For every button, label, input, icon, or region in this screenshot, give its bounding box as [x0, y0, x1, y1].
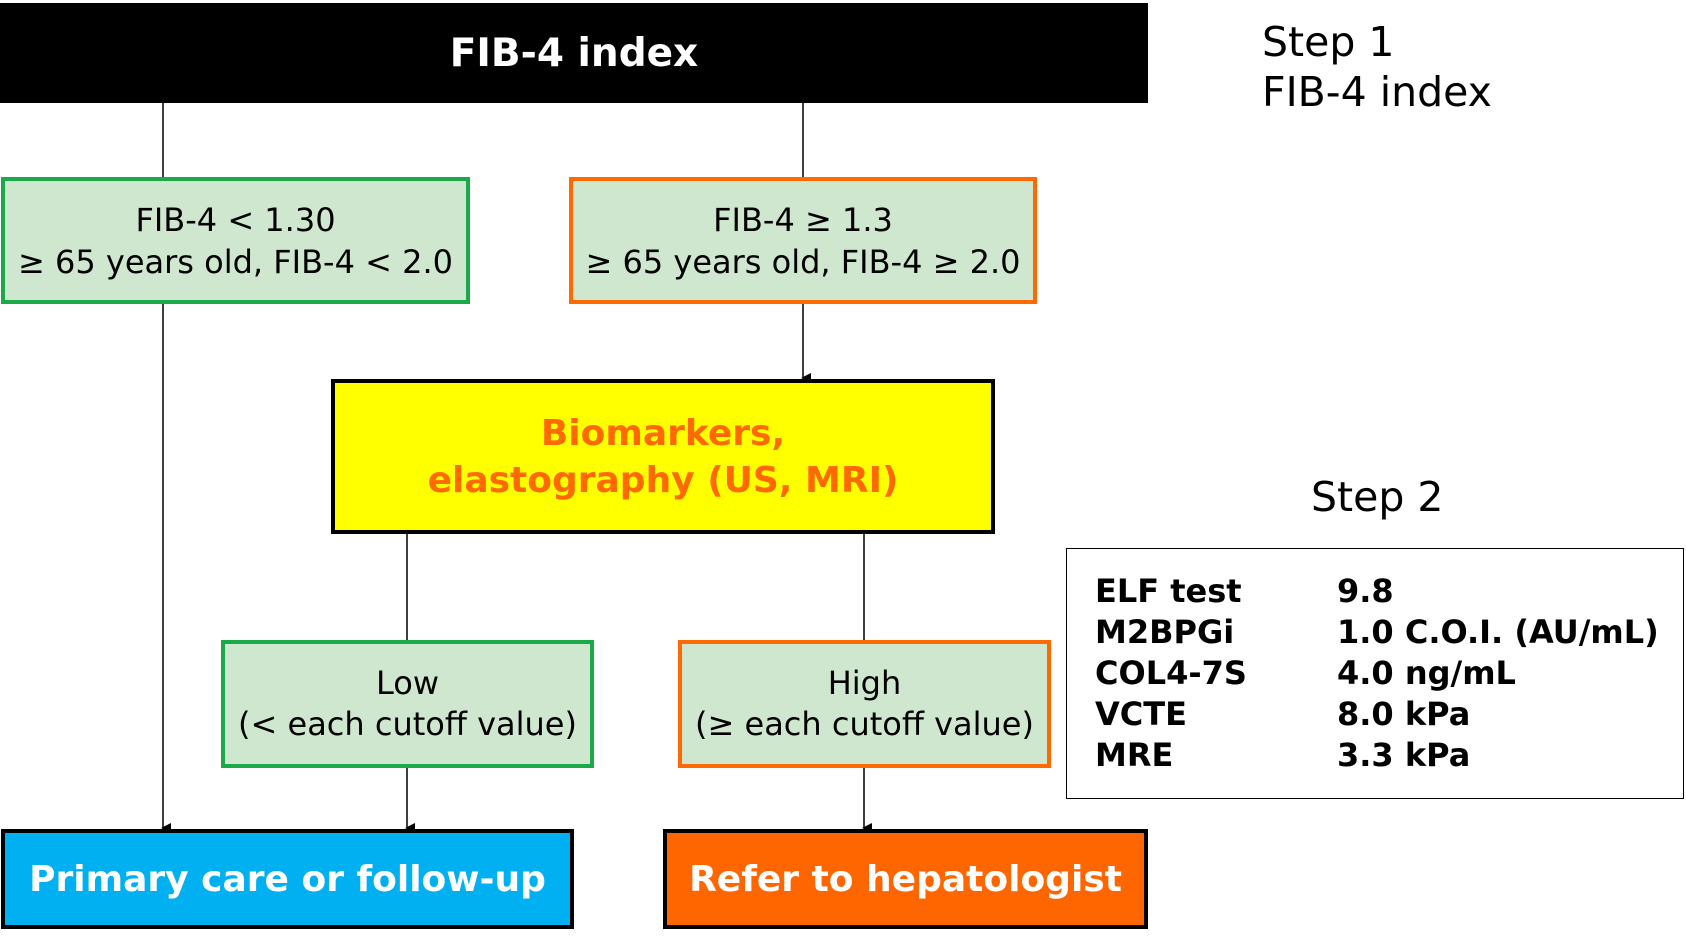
high-result-box: High (≥ each cutoff value): [678, 640, 1051, 768]
cutoff-value: 1.0 C.O.I. (AU/mL): [1337, 613, 1659, 651]
fib4-low-line1: FIB-4 < 1.30: [135, 200, 336, 239]
biomarkers-line2: elastography (US, MRI): [427, 459, 899, 501]
cutoff-value: 9.8: [1337, 572, 1394, 610]
cutoff-table: ELF test 9.8 M2BPGi 1.0 C.O.I. (AU/mL) C…: [1066, 548, 1684, 799]
cutoff-row: MRE 3.3 kPa: [1095, 735, 1683, 776]
refer-box: Refer to hepatologist: [663, 829, 1148, 929]
cutoff-value: 3.3 kPa: [1337, 736, 1471, 774]
fib4-high-line2: ≥ 65 years old, FIB-4 ≥ 2.0: [585, 242, 1021, 281]
primary-care-box: Primary care or follow-up: [1, 829, 574, 929]
step1-label: Step 1 FIB-4 index: [1262, 17, 1492, 117]
cutoff-test-name: ELF test: [1095, 572, 1242, 610]
fib4-header-title: FIB-4 index: [449, 30, 699, 76]
biomarkers-box: Biomarkers, elastography (US, MRI): [331, 379, 995, 534]
step1-line2: FIB-4 index: [1262, 68, 1492, 116]
biomarkers-line1: Biomarkers,: [540, 412, 786, 454]
cutoff-test-name: VCTE: [1095, 695, 1187, 733]
refer-label: Refer to hepatologist: [689, 858, 1122, 900]
step2-text: Step 2: [1311, 473, 1444, 521]
fib4-high-line1: FIB-4 ≥ 1.3: [713, 200, 893, 239]
cutoff-value: 4.0 ng/mL: [1337, 654, 1516, 692]
cutoff-row: ELF test 9.8: [1095, 571, 1683, 612]
step2-label: Step 2: [1311, 472, 1443, 522]
fib4-low-box: FIB-4 < 1.30 ≥ 65 years old, FIB-4 < 2.0: [1, 177, 470, 304]
low-result-line2: (< each cutoff value): [238, 705, 577, 743]
cutoff-value: 8.0 kPa: [1337, 695, 1471, 733]
high-result-line2: (≥ each cutoff value): [695, 705, 1034, 743]
fib4-low-line2: ≥ 65 years old, FIB-4 < 2.0: [18, 242, 453, 281]
low-result-box: Low (< each cutoff value): [221, 640, 594, 768]
cutoff-row: COL4-7S 4.0 ng/mL: [1095, 653, 1683, 694]
primary-care-label: Primary care or follow-up: [29, 858, 546, 900]
fib4-high-box: FIB-4 ≥ 1.3 ≥ 65 years old, FIB-4 ≥ 2.0: [569, 177, 1037, 304]
cutoff-row: M2BPGi 1.0 C.O.I. (AU/mL): [1095, 612, 1683, 653]
cutoff-test-name: MRE: [1095, 736, 1174, 774]
cutoff-test-name: COL4-7S: [1095, 654, 1247, 692]
high-result-line1: High: [827, 664, 902, 702]
fib4-header: FIB-4 index: [0, 3, 1148, 103]
low-result-line1: Low: [375, 664, 439, 702]
step1-line1: Step 1: [1262, 18, 1395, 66]
cutoff-row: VCTE 8.0 kPa: [1095, 694, 1683, 735]
cutoff-test-name: M2BPGi: [1095, 613, 1235, 651]
